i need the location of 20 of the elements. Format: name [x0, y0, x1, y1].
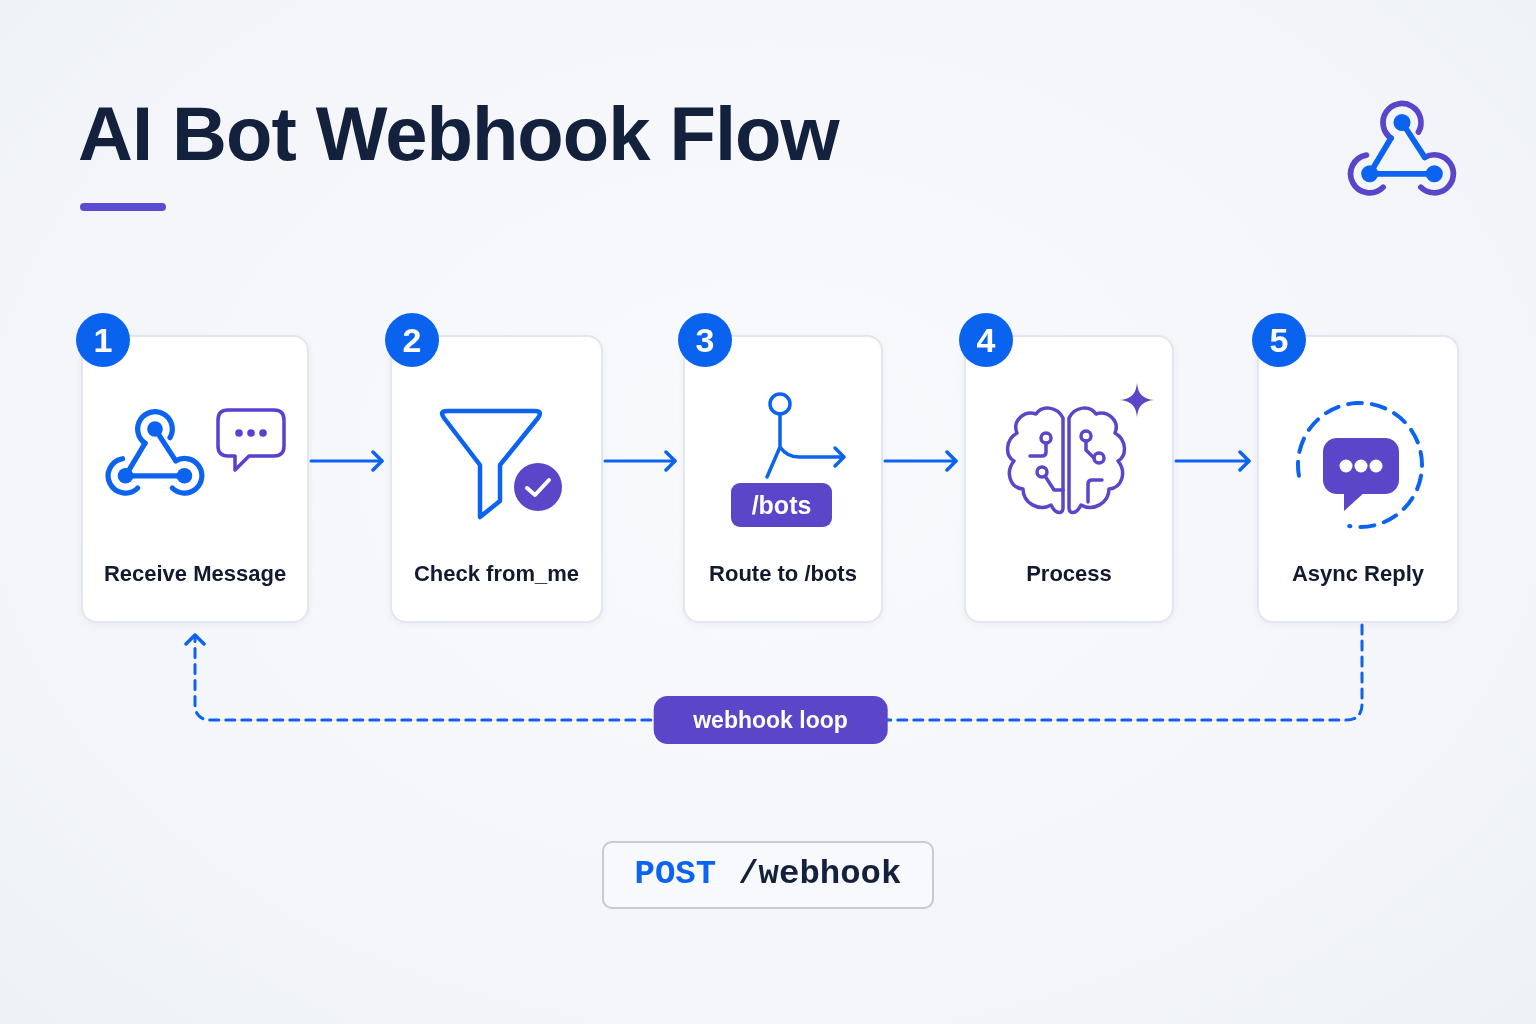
- endpoint-box: [602, 841, 934, 909]
- step-number: 2: [385, 313, 439, 367]
- edge-label: webhook loop: [653, 696, 888, 744]
- step-number: 5: [1252, 313, 1306, 367]
- endpoint-path: /webhook: [738, 856, 902, 894]
- step-label: Check from_me: [413, 561, 580, 588]
- title: AI Bot Webhook Flow: [78, 92, 839, 176]
- step-number: 3: [678, 313, 732, 367]
- step-number: 4: [959, 313, 1013, 367]
- path-tag: /bots: [731, 483, 832, 527]
- arrow: [1174, 450, 1251, 472]
- step-label: Receive Message: [103, 561, 287, 588]
- http-method: POST: [634, 856, 717, 894]
- arrow: [603, 450, 677, 472]
- step-label: Process: [1026, 561, 1112, 588]
- step-label: Async Reply: [1291, 561, 1425, 588]
- arrow: [309, 450, 384, 472]
- step-number: 1: [76, 313, 130, 367]
- arrow: [883, 450, 958, 472]
- step-label: Route to /bots: [709, 561, 857, 588]
